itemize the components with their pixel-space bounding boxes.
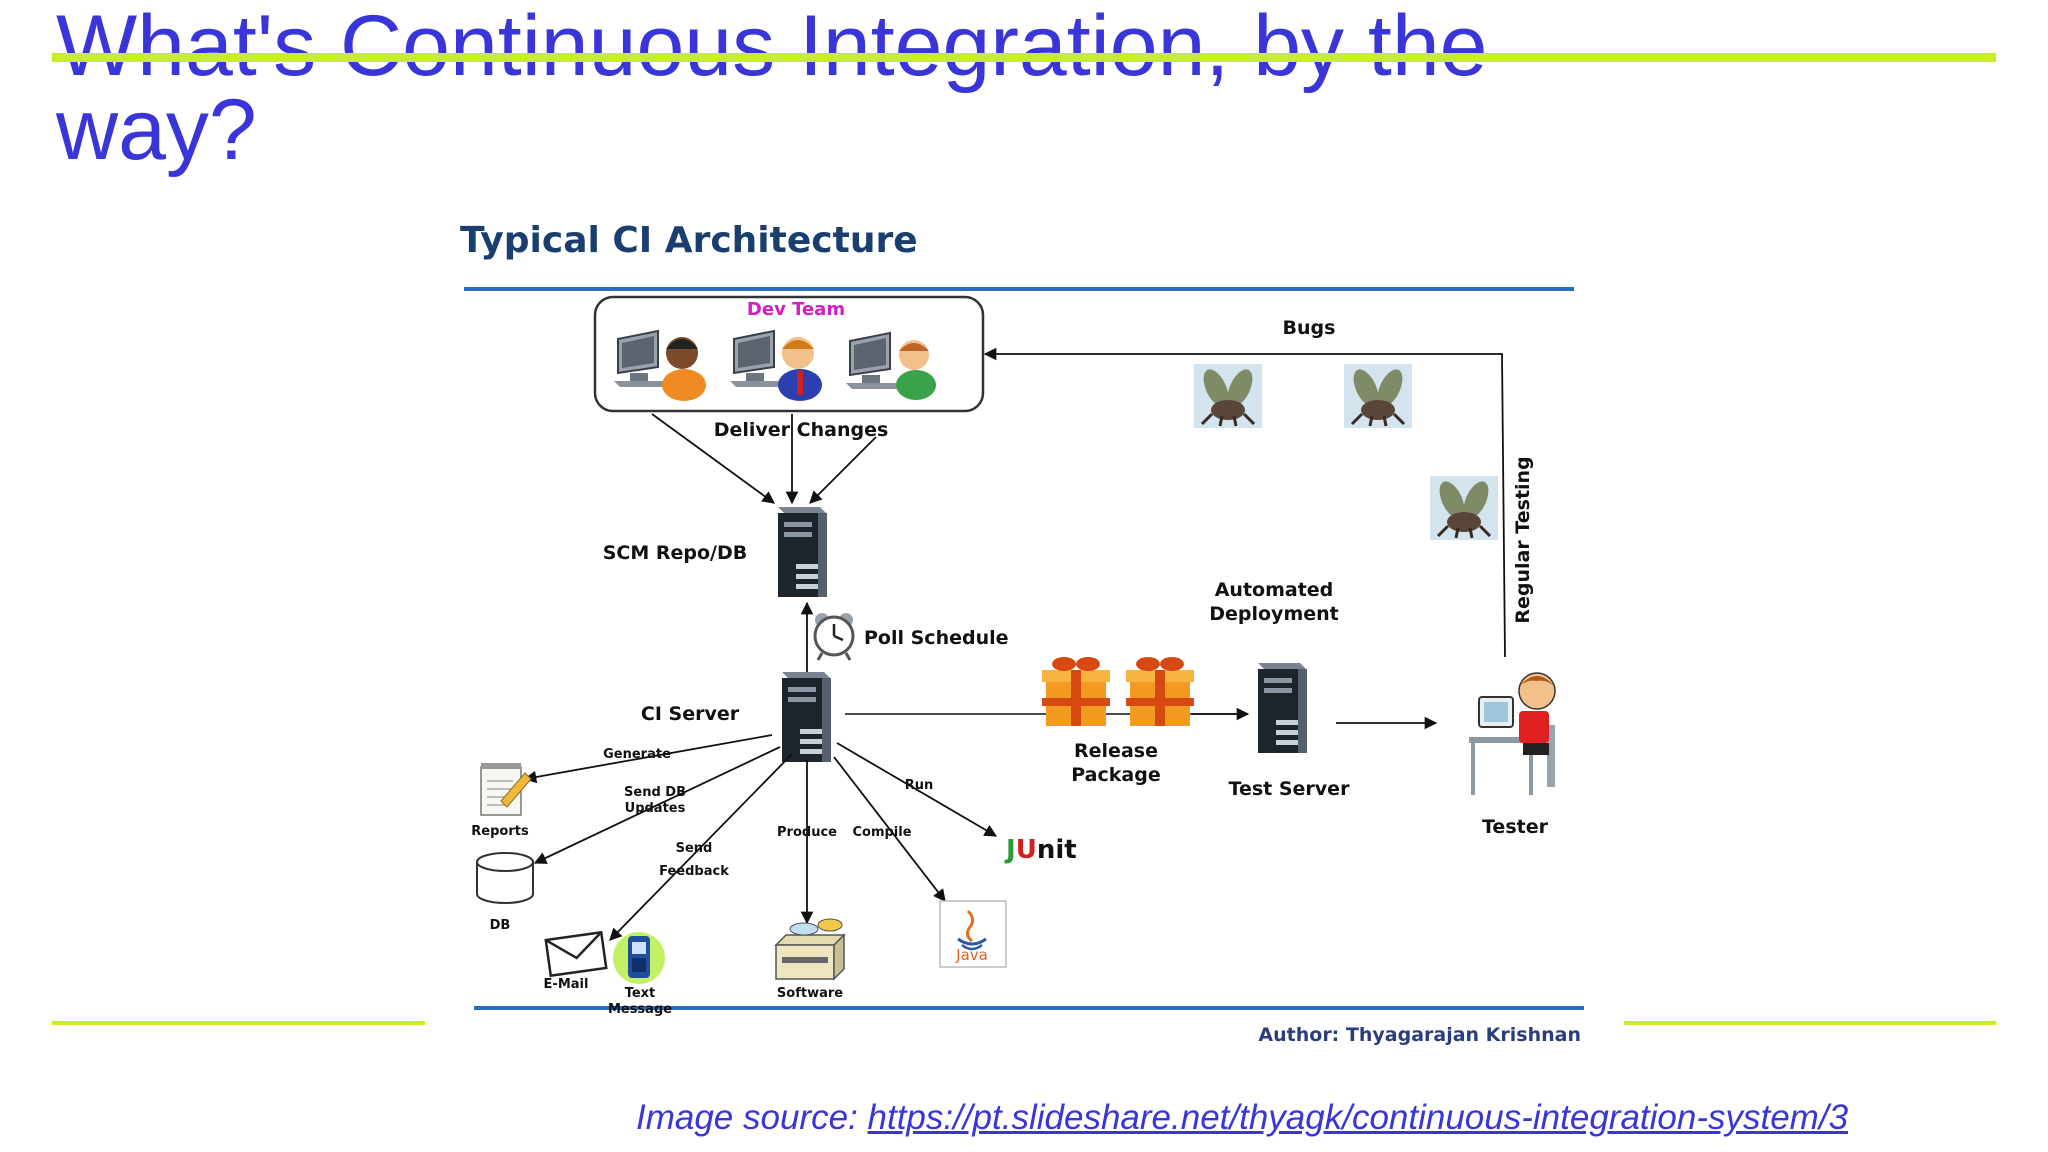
software-icon (774, 918, 846, 981)
compile-arrow (833, 756, 946, 902)
footer-accent-line-right (1624, 1021, 1996, 1025)
slide-title: What's Continuous Integration, by the wa… (56, 0, 1488, 178)
ci-architecture-diagram: Typical CI Architecture Dev Team Deliver… (460, 220, 1584, 1046)
diagram-heading: Typical CI Architecture (460, 220, 918, 261)
scm-server-icon (778, 507, 827, 597)
junit-label: JUnit (1004, 835, 1077, 865)
developer-icon-3 (845, 332, 936, 400)
produce-label: Produce (777, 825, 837, 840)
image-source-prefix: Image source: (636, 1098, 868, 1137)
image-source-caption: Image source: https://pt.slideshare.net/… (636, 1098, 1848, 1138)
db-label: DB (490, 918, 511, 933)
deliver-arrow-right (809, 436, 877, 504)
developer-icon-1 (613, 330, 706, 401)
text-message-label-1: Text (625, 986, 656, 1001)
gift-icon-1 (1042, 657, 1110, 726)
title-accent-line (52, 53, 1996, 62)
software-label: Software (777, 986, 843, 1001)
generate-label: Generate (603, 747, 671, 762)
reports-label: Reports (471, 824, 529, 839)
alarm-clock-icon (813, 613, 855, 661)
database-icon (476, 852, 534, 904)
automated-label-1: Automated (1215, 579, 1334, 601)
test-server-icon (1258, 663, 1307, 753)
run-label: Run (905, 778, 934, 793)
developer-icon-2 (729, 330, 822, 401)
bug-icon-2 (1342, 362, 1414, 430)
bug-icon-1 (1192, 362, 1264, 430)
automated-label-2: Deployment (1209, 603, 1339, 625)
tester-label: Tester (1482, 816, 1549, 838)
junit-u: U (1016, 835, 1037, 865)
poll-schedule-label: Poll Schedule (864, 627, 1009, 649)
ci-server-label: CI Server (641, 703, 740, 725)
java-label: Java (955, 946, 988, 964)
send-db-label-1: Send DB (624, 785, 686, 800)
tester-icon (1469, 672, 1556, 795)
run-arrow (836, 742, 998, 837)
email-icon (544, 930, 608, 978)
reports-icon (480, 763, 532, 816)
email-label: E-Mail (544, 977, 589, 992)
junit-j: J (1004, 835, 1016, 865)
author-credit: Author: Thyagarajan Krishnan (1258, 1024, 1581, 1046)
ci-server-icon (782, 672, 831, 762)
compile-label: Compile (852, 825, 911, 840)
regular-testing-label: Regular Testing (1512, 456, 1534, 623)
junit-rest: nit (1037, 835, 1077, 865)
bug-icon-3 (1428, 474, 1500, 542)
generate-arrow (523, 734, 773, 784)
dev-team-label: Dev Team (747, 299, 845, 320)
send-feedback-arrow (609, 753, 793, 941)
release-label-2: Package (1071, 764, 1160, 786)
footer-accent-line-left (52, 1021, 425, 1025)
send-db-label-2: Updates (625, 801, 686, 816)
deliver-changes-label: Deliver Changes (714, 419, 889, 441)
bugs-feedback-arrow (983, 347, 1506, 658)
gift-icon-2 (1126, 657, 1194, 726)
release-label-1: Release (1074, 740, 1158, 762)
text-message-label-2: Message (608, 1002, 672, 1017)
phone-icon (613, 932, 665, 984)
send-db-arrow (533, 746, 781, 864)
java-icon (939, 900, 1007, 968)
deliver-arrow-left (651, 413, 776, 504)
scm-label: SCM Repo/DB (603, 542, 748, 564)
send-feedback-label-2: Feedback (659, 864, 729, 879)
image-source-link[interactable]: https://pt.slideshare.net/thyagk/continu… (867, 1098, 1849, 1137)
send-feedback-label-1: Send (676, 841, 713, 856)
test-server-label: Test Server (1229, 778, 1351, 800)
bugs-label: Bugs (1283, 317, 1336, 339)
